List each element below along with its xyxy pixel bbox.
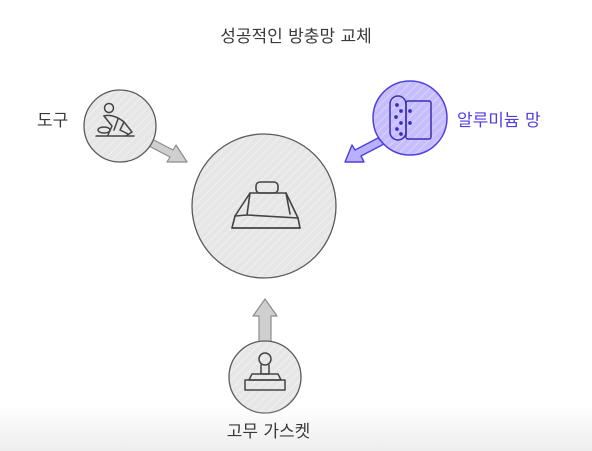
- mesh-label: 알루미늄 망: [457, 111, 541, 131]
- tools-label: 도구: [37, 111, 69, 131]
- tools-node: [83, 89, 188, 163]
- center-node-circle: [191, 133, 337, 279]
- stamp-icon: [244, 352, 286, 391]
- tent-icon: [231, 181, 301, 229]
- mesh-node-circle: [372, 80, 448, 156]
- mesh-arrow: [344, 137, 385, 163]
- gasket-label: 고무 가스켓: [226, 422, 311, 442]
- mesh-node: [344, 80, 448, 163]
- gasket-node: [228, 298, 302, 414]
- tools-node-circle: [83, 89, 157, 163]
- mesh-roll-icon: [389, 95, 432, 141]
- gasket-node-circle: [228, 340, 302, 414]
- gasket-arrow: [252, 298, 278, 346]
- worker-icon: [95, 102, 135, 137]
- center-node: [191, 133, 337, 279]
- diagram-title: 성공적인 방충망 교체: [220, 27, 372, 47]
